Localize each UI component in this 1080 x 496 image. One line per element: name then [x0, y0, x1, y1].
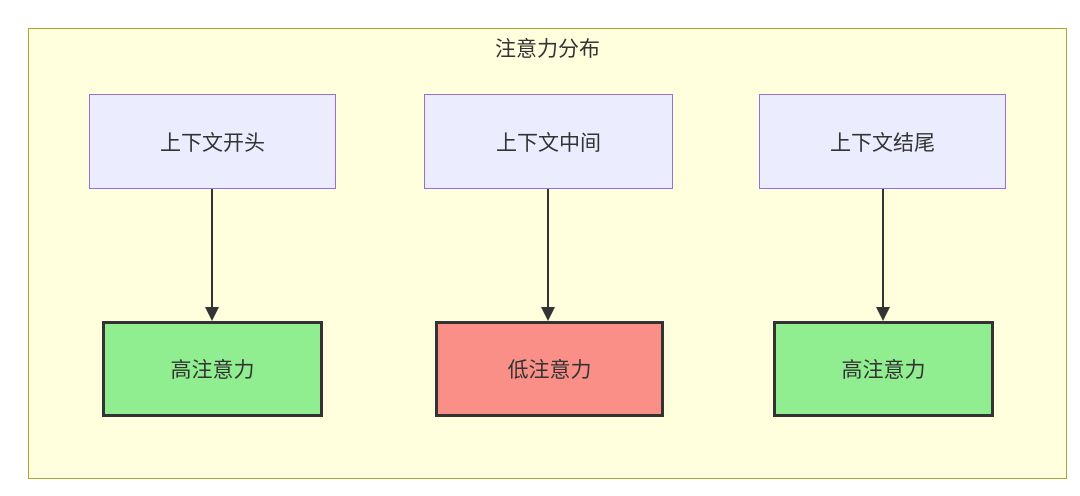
- arrow-line: [882, 189, 884, 308]
- subgraph-container: 注意力分布 上下文开头 高注意力 上下文中间 低注意力 上下文结尾 高注意力: [28, 28, 1067, 479]
- node-high-attention-1: 高注意力: [102, 321, 323, 417]
- arrow-down-icon: [541, 307, 555, 321]
- node-high-attention-2: 高注意力: [773, 321, 994, 417]
- arrow-line: [547, 189, 549, 308]
- arrow-down-icon: [876, 307, 890, 321]
- diagram-title: 注意力分布: [495, 38, 600, 61]
- node-context-end: 上下文结尾: [759, 94, 1006, 189]
- node-context-start: 上下文开头: [89, 94, 336, 189]
- node-low-attention: 低注意力: [435, 321, 664, 417]
- node-context-middle: 上下文中间: [424, 94, 673, 189]
- arrow-down-icon: [205, 307, 219, 321]
- arrow-line: [211, 189, 213, 308]
